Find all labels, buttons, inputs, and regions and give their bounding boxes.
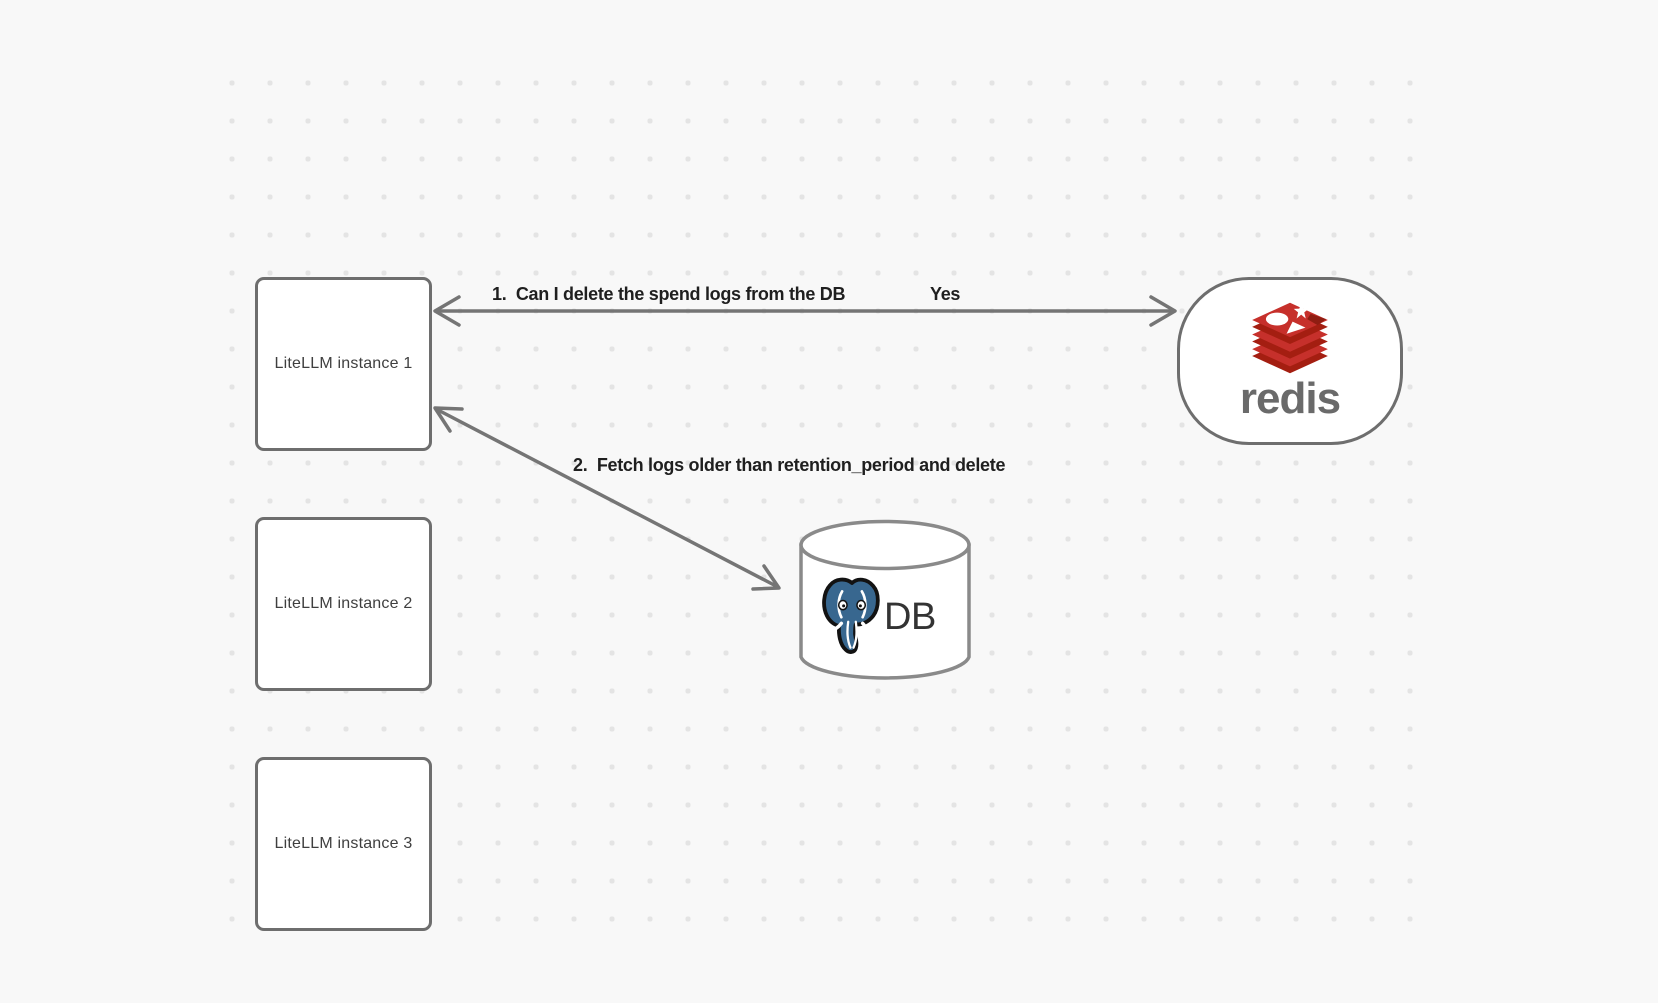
- node-label: LiteLLM instance 1: [274, 355, 413, 372]
- node-litellm-instance-2: LiteLLM instance 2: [255, 517, 432, 691]
- db-label: DB: [884, 596, 936, 638]
- arrowhead-left-icon: [433, 295, 461, 327]
- edge-label-yes: Yes: [930, 284, 961, 304]
- node-label: LiteLLM instance 2: [274, 595, 413, 612]
- postgresql-elephant-icon: [822, 577, 880, 654]
- redis-logo-icon: [1252, 302, 1328, 374]
- node-database: DB: [798, 518, 973, 684]
- arrowhead-upper-icon: [433, 406, 464, 433]
- node-label: LiteLLM instance 3: [274, 835, 413, 852]
- redis-wordmark: redis: [1239, 374, 1341, 423]
- node-redis: redis: [1177, 277, 1403, 445]
- arrowhead-right-icon: [1149, 295, 1177, 327]
- node-litellm-instance-1: LiteLLM instance 1: [255, 277, 432, 451]
- connector-litellm-db: [433, 406, 781, 591]
- arrowhead-lower-icon: [751, 564, 781, 591]
- edge-label-1: 1. Can I delete the spend logs from the …: [492, 284, 846, 304]
- node-litellm-instance-3: LiteLLM instance 3: [255, 757, 432, 931]
- connector-litellm-redis: [433, 295, 1177, 327]
- edge-label-2: 2. Fetch logs older than retention_perio…: [573, 455, 1006, 475]
